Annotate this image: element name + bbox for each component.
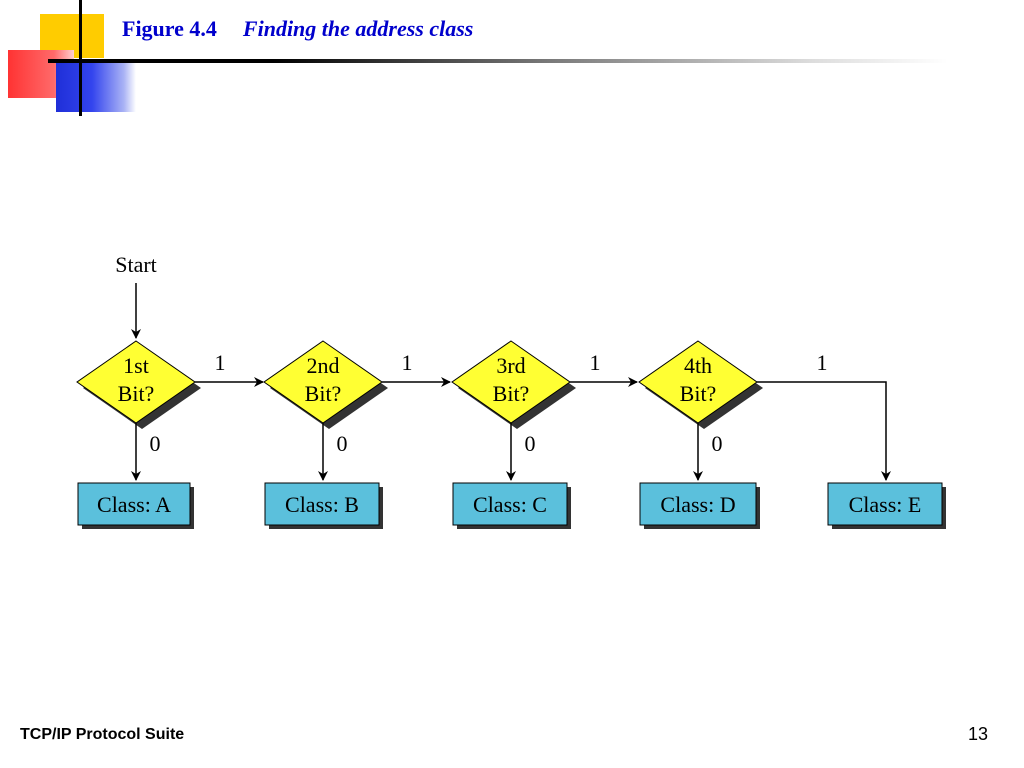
decor-vertical-line bbox=[79, 0, 82, 116]
decision-4-line2: Bit? bbox=[680, 381, 717, 406]
class-c-label: Class: C bbox=[473, 492, 547, 517]
decision-1-line1: 1st bbox=[123, 353, 149, 378]
class-box-d: Class: D bbox=[639, 482, 760, 529]
decision-1-line2: Bit? bbox=[118, 381, 155, 406]
class-a-label: Class: A bbox=[97, 492, 171, 517]
decision-4-zero-label: 0 bbox=[712, 431, 723, 456]
figure-number: Figure 4.4 bbox=[122, 16, 217, 41]
class-box-a-rect bbox=[77, 482, 191, 526]
class-box-e: Class: E bbox=[827, 482, 946, 529]
decision-4: 4th Bit? bbox=[638, 340, 763, 429]
class-box-c-rect bbox=[452, 482, 568, 526]
decision-3: 3rd Bit? bbox=[451, 340, 576, 429]
decor-horizontal-rule bbox=[48, 59, 948, 63]
class-box-a: Class: A bbox=[77, 482, 194, 529]
class-b-label: Class: B bbox=[285, 492, 359, 517]
class-e-label: Class: E bbox=[849, 492, 922, 517]
decision-4-line1: 4th bbox=[684, 353, 712, 378]
class-box-e-rect bbox=[827, 482, 943, 526]
decision-3-line2: Bit? bbox=[493, 381, 530, 406]
decision-2-one-label: 1 bbox=[402, 350, 413, 375]
decision-3-zero-label: 0 bbox=[525, 431, 536, 456]
class-box-d-rect bbox=[639, 482, 757, 526]
decision-1: 1st Bit? bbox=[76, 340, 201, 429]
start-label: Start bbox=[115, 252, 157, 277]
decision-2-line1: 2nd bbox=[307, 353, 340, 378]
decision-2-line2: Bit? bbox=[305, 381, 342, 406]
decor-blue-square bbox=[56, 62, 136, 112]
decision-4-one-label: 1 bbox=[817, 350, 828, 375]
class-box-b: Class: B bbox=[264, 482, 383, 529]
decision-2-zero-label: 0 bbox=[337, 431, 348, 456]
decision-1-one-label: 1 bbox=[215, 350, 226, 375]
decision-3-one-label: 1 bbox=[590, 350, 601, 375]
figure-caption: Finding the address class bbox=[242, 16, 474, 41]
class-box-b-rect bbox=[264, 482, 380, 526]
class-d-label: Class: D bbox=[660, 492, 735, 517]
page-number: 13 bbox=[968, 724, 989, 744]
decision-3-line1: 3rd bbox=[496, 353, 525, 378]
slide-title: Figure 4.4 Finding the address class bbox=[122, 16, 473, 42]
decision-1-zero-label: 0 bbox=[150, 431, 161, 456]
footer-text: TCP/IP Protocol Suite bbox=[20, 726, 185, 743]
decision-2: 2nd Bit? bbox=[263, 340, 388, 429]
class-box-c: Class: C bbox=[452, 482, 571, 529]
arrow-4-to-class-e bbox=[757, 381, 891, 481]
